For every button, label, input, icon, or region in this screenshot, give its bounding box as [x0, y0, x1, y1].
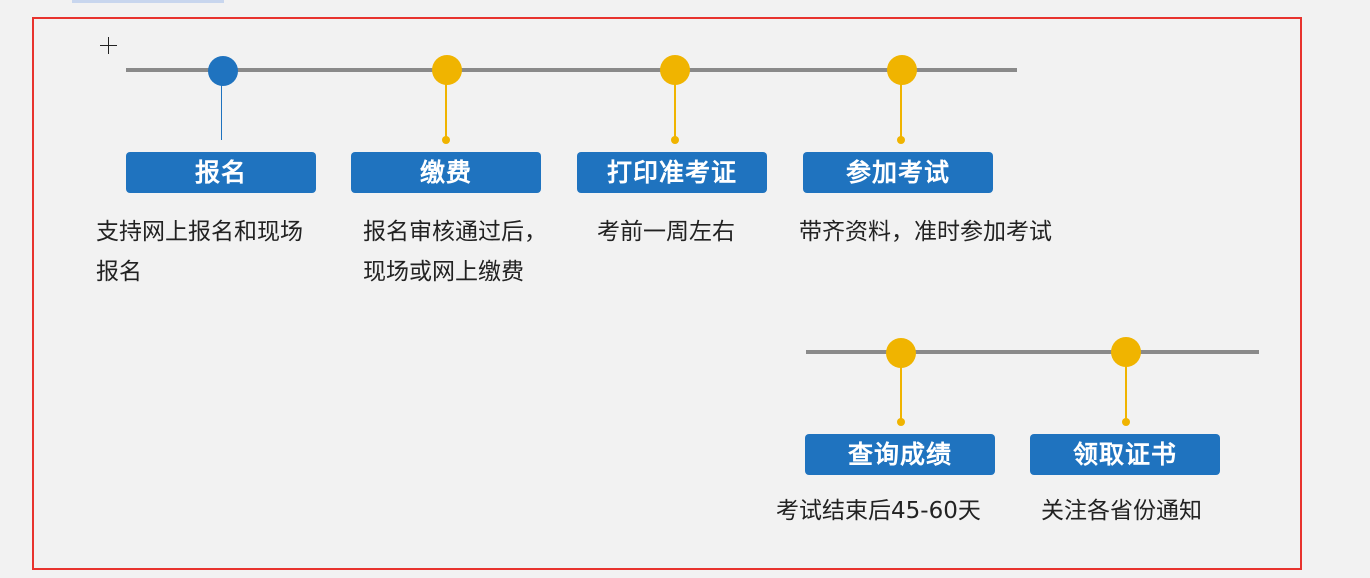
step-4-marker-icon — [887, 55, 917, 85]
step-2-description-line-2: 现场或网上缴费 — [363, 259, 524, 285]
step-5-description: 考试结束后45-60天 — [776, 491, 981, 531]
step-2-connector — [445, 84, 447, 138]
step-4-connector-end — [897, 136, 905, 144]
step-3-description-line-1: 考前一周左右 — [597, 219, 735, 245]
top-tab-indicator — [72, 0, 224, 3]
step-4-description: 带齐资料，准时参加考试 — [799, 212, 1052, 252]
step-1-description-line-1: 支持网上报名和现场 — [96, 219, 303, 245]
step-2-description-line-1: 报名审核通过后， — [363, 219, 547, 245]
step-3-marker-icon — [660, 55, 690, 85]
step-4-description-line-1: 带齐资料，准时参加考试 — [799, 219, 1052, 245]
step-6-description: 关注各省份通知 — [1041, 491, 1202, 531]
step-2-marker-icon — [432, 55, 462, 85]
step-4-connector — [900, 84, 902, 138]
step-1-description: 支持网上报名和现场 报名 — [96, 212, 303, 292]
step-3-description: 考前一周左右 — [597, 212, 735, 252]
step-6-marker-icon — [1111, 337, 1141, 367]
step-3-title: 打印准考证 — [577, 152, 767, 193]
timeline-track-row-2 — [806, 350, 1259, 354]
step-6-description-line-1: 关注各省份通知 — [1041, 498, 1202, 524]
step-2-description: 报名审核通过后， 现场或网上缴费 — [363, 212, 547, 292]
step-3-connector — [674, 84, 676, 138]
step-1-title: 报名 — [126, 152, 316, 193]
highlight-frame — [32, 17, 1302, 570]
step-5-title: 查询成绩 — [805, 434, 995, 475]
step-5-marker-icon — [886, 338, 916, 368]
step-1-description-line-2: 报名 — [96, 259, 142, 285]
step-6-title: 领取证书 — [1030, 434, 1220, 475]
step-1-marker-icon — [208, 56, 238, 86]
step-4-title: 参加考试 — [803, 152, 993, 193]
step-6-connector-end — [1122, 418, 1130, 426]
step-6-connector — [1125, 366, 1127, 420]
step-2-connector-end — [442, 136, 450, 144]
timeline-track-row-1 — [126, 68, 1017, 72]
step-5-connector-end — [897, 418, 905, 426]
step-5-description-line-1: 考试结束后45-60天 — [776, 498, 981, 524]
step-2-title: 缴费 — [351, 152, 541, 193]
step-1-connector — [221, 84, 222, 140]
crosshair-cursor-icon — [100, 37, 117, 54]
step-3-connector-end — [671, 136, 679, 144]
step-5-connector — [900, 366, 902, 420]
